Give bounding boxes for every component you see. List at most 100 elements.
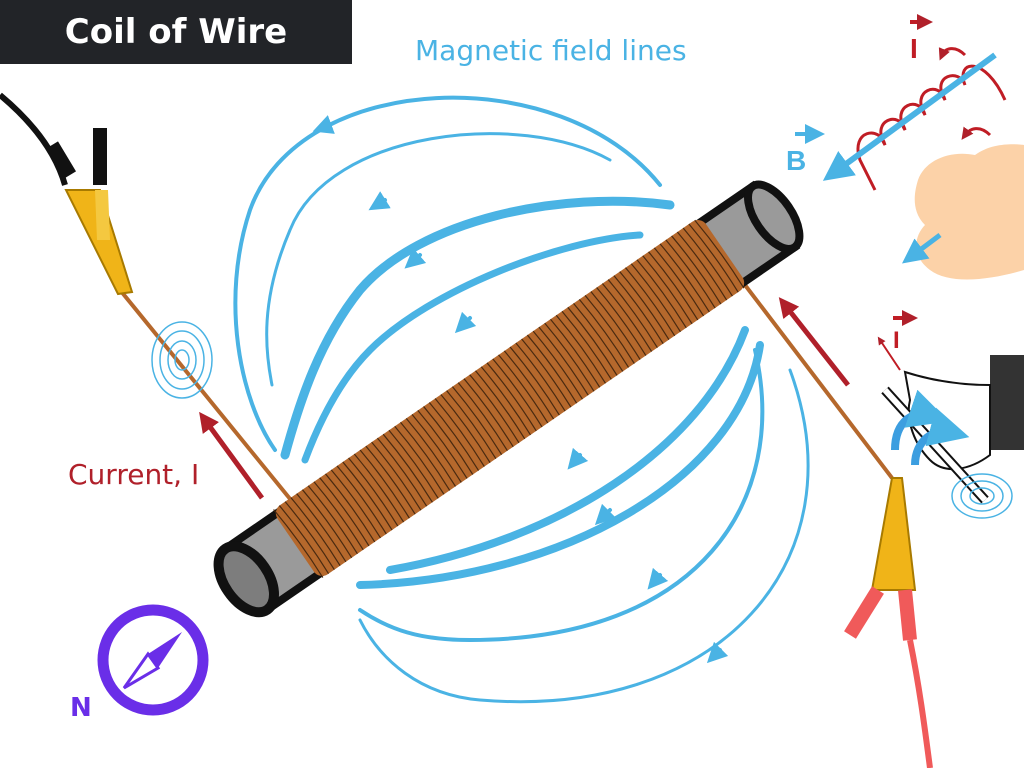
current-arrow-left [199, 411, 265, 500]
coil-winding [550, 318, 601, 388]
field-line [356, 341, 764, 589]
coil-winding [538, 326, 589, 396]
sleeve-cuff [990, 355, 1024, 450]
coil-winding [394, 425, 445, 495]
coil-winding [561, 310, 612, 380]
coil-winding [359, 449, 410, 519]
coil-winding [348, 457, 399, 527]
coil-winding [503, 350, 555, 420]
coil-winding [509, 346, 560, 416]
black-alligator-clip [0, 92, 134, 296]
coil-winding [290, 497, 341, 567]
coil-winding [630, 263, 681, 333]
coil-winding [619, 271, 670, 341]
coil-winding [544, 322, 595, 392]
coil-winding [480, 366, 532, 436]
coil-winding [555, 314, 606, 384]
coil-winding [400, 421, 451, 491]
current-symbol-hand: I [893, 327, 900, 354]
coil-winding [446, 390, 497, 459]
coil-winding [405, 417, 457, 487]
magnetic-field-lines [233, 95, 810, 704]
coil-winding [273, 509, 324, 578]
coil-winding [434, 398, 485, 467]
coil-winding [653, 247, 705, 317]
coil-winding [671, 235, 722, 305]
coil-winding [526, 334, 578, 404]
coil-winding [325, 473, 376, 543]
b-field-label: B [786, 145, 806, 176]
coil-winding [584, 295, 635, 364]
coil-winding [365, 445, 416, 515]
coil-winding [353, 453, 405, 523]
field-arrow [594, 503, 617, 526]
right-wire-lead [743, 283, 894, 480]
field-arrow [647, 567, 669, 590]
field-line [358, 368, 810, 704]
coil-winding [625, 267, 676, 337]
coil-winding [411, 413, 462, 483]
coil-winding [601, 283, 653, 352]
red-alligator-clip [844, 477, 933, 768]
coil-winding [313, 481, 364, 551]
coil-winding [521, 338, 572, 408]
coil-winding [428, 402, 480, 471]
coil-winding [440, 394, 491, 463]
coil-winding [301, 489, 353, 559]
coil-winding [676, 231, 728, 301]
coil-winding [376, 437, 428, 507]
coil-winding [607, 279, 658, 348]
coil-winding [596, 287, 647, 356]
field-arrow [706, 641, 729, 664]
field-line [233, 95, 662, 452]
title-banner: Coil of Wire [0, 0, 352, 64]
coil-winding [682, 227, 733, 297]
coil-winding [648, 251, 699, 321]
coil-winding [578, 298, 630, 368]
coil-winding [457, 382, 508, 452]
field-line [358, 348, 765, 643]
coil-winding [688, 223, 739, 293]
current-label: Current, I [68, 458, 199, 491]
coil-winding [417, 410, 468, 479]
coil-winding [492, 358, 543, 428]
left-wire-lead [118, 288, 297, 507]
coil-winding [694, 219, 745, 289]
current-arrow-right [778, 297, 850, 387]
rod-end-cap [213, 541, 279, 618]
right-hand-rule-wire-inset: I [877, 310, 1024, 519]
current-symbol-top: I [910, 33, 918, 64]
field-arrow [454, 311, 477, 334]
coil-winding [371, 441, 422, 511]
fist-icon [914, 144, 1024, 280]
coil-winding [342, 461, 393, 531]
field-arrow [312, 115, 335, 134]
coil-winding [330, 469, 382, 539]
coil-winding [296, 493, 347, 563]
coil-winding [567, 306, 618, 376]
field-arrow [404, 247, 427, 269]
coil-winding [665, 239, 716, 309]
coil-winding [307, 485, 358, 555]
coil-winding [278, 505, 330, 574]
right-hand-rule-solenoid-inset: I B [786, 14, 1024, 280]
coil-winding [336, 465, 387, 535]
coil-winding [659, 243, 710, 313]
field-line [265, 132, 612, 387]
coil-winding [475, 370, 526, 440]
compass-north-label: N [70, 693, 92, 723]
field-arrow [567, 447, 589, 470]
coil-winding [573, 302, 624, 372]
coil-winding [423, 406, 474, 475]
coil-winding [642, 255, 693, 325]
coil-winding [590, 291, 641, 360]
coil-winding [451, 386, 503, 456]
field-arrow [368, 191, 391, 211]
coil-winding [498, 354, 549, 424]
coil-winding [463, 378, 514, 448]
coil-winding [613, 275, 664, 345]
coil-winding [469, 374, 520, 444]
coil-winding [515, 342, 566, 412]
coil-winding [532, 330, 583, 400]
